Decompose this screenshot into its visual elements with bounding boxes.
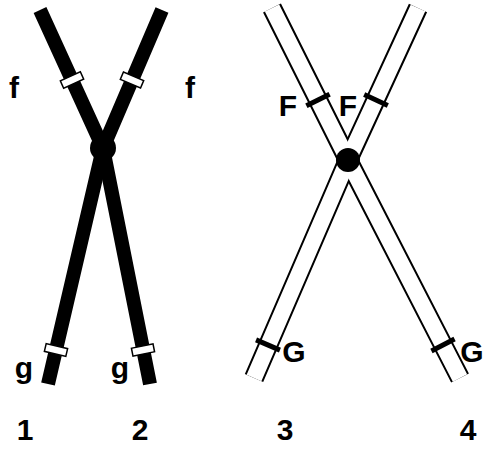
allele-label: F (279, 91, 297, 121)
black-chromosome (40, 10, 162, 384)
allele-label: F (339, 91, 357, 121)
allele-marker (44, 344, 67, 357)
centromere (336, 148, 360, 172)
chromatid-number: 2 (132, 415, 149, 445)
allele-marker (430, 337, 455, 353)
allele-label: G (460, 337, 483, 367)
chromatid (40, 10, 103, 384)
white-chromosome (254, 8, 460, 378)
allele-label: g (111, 353, 129, 383)
chromatid-outline (272, 8, 460, 378)
allele-label: G (282, 337, 305, 367)
allele-marker (363, 92, 389, 107)
chromatid-number: 3 (277, 415, 294, 445)
allele-marker (120, 72, 143, 88)
chromatid (103, 10, 162, 384)
allele-label: f (185, 73, 195, 103)
chromatid (272, 8, 460, 378)
allele-label: g (15, 353, 33, 383)
centromere (90, 135, 116, 161)
chromatid (254, 8, 418, 378)
chromatid-number: 1 (17, 415, 34, 445)
allele-marker (60, 72, 83, 88)
allele-label: f (9, 73, 19, 103)
chromatid-outline (254, 8, 418, 378)
chromatid-number: 4 (460, 415, 477, 445)
allele-marker (255, 338, 281, 353)
allele-marker (305, 92, 330, 108)
allele-marker (131, 344, 154, 356)
